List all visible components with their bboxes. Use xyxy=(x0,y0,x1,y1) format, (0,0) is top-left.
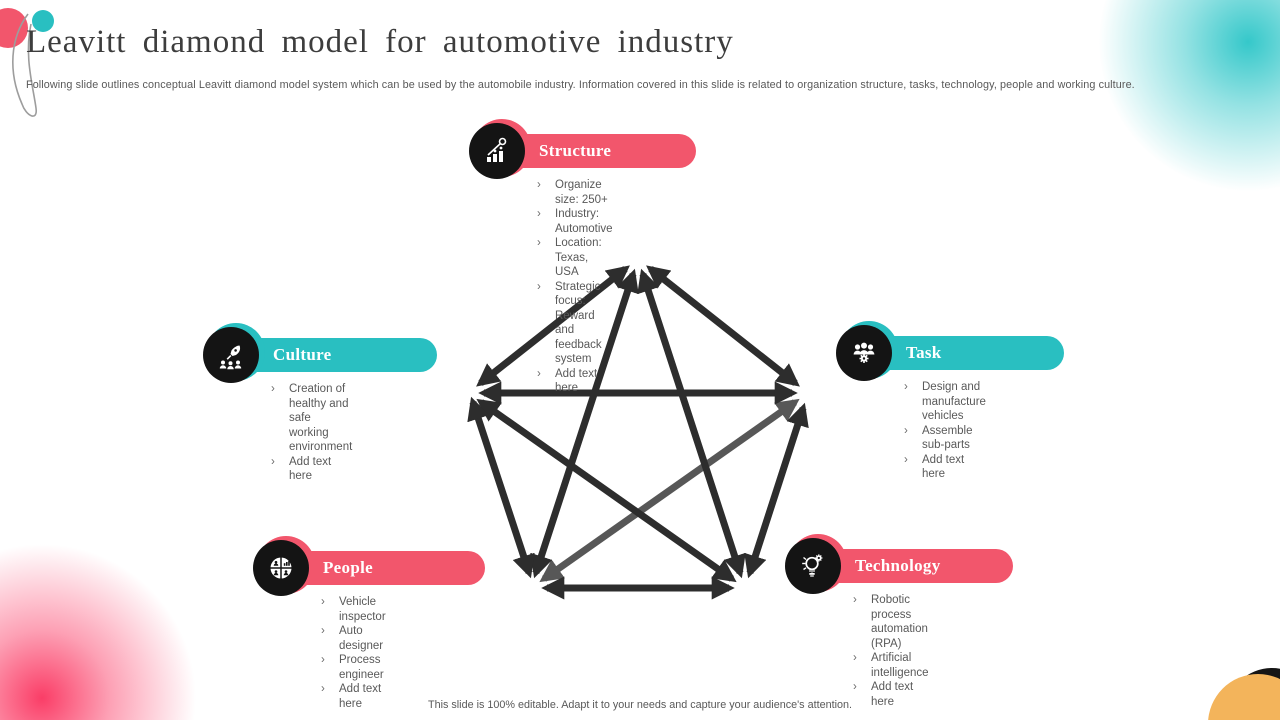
org-chart-growth-icon xyxy=(487,137,507,162)
people-badge xyxy=(253,536,315,598)
bullet-marker: › xyxy=(853,652,857,664)
corner-ball-decoration xyxy=(1208,674,1280,720)
bullet-marker: › xyxy=(537,179,541,191)
bullet-item: ›Organize size: 250+ xyxy=(537,179,608,206)
bullet-marker: › xyxy=(321,625,325,637)
bullet-marker: › xyxy=(853,681,857,693)
bullet-marker: › xyxy=(904,424,908,437)
bullet-marker: › xyxy=(904,381,908,393)
bullet-item: ›Add text here xyxy=(271,455,332,483)
rocket-team-icon xyxy=(219,345,242,370)
bullet-item: ›Auto designer xyxy=(321,625,384,652)
bullet-item: ›Creation of healthy and safe working en… xyxy=(271,383,353,453)
page-title: Leavitt diamond model for automotive ind… xyxy=(26,24,734,60)
bullet-item: ›Add text here xyxy=(321,683,382,710)
task-badge xyxy=(836,321,898,383)
structure-pill: Structure xyxy=(497,134,696,168)
teal-glow-decoration xyxy=(1088,0,1280,202)
people-pill: People xyxy=(281,551,485,585)
bullet-marker: › xyxy=(537,208,541,220)
bullet-marker: › xyxy=(853,594,857,606)
bullet-marker: › xyxy=(321,683,325,695)
pin-teal-circle xyxy=(32,10,54,32)
structure-bullet-list: ›Organize size: 250+ ›Industry: Automoti… xyxy=(537,178,613,396)
people-segments-icon xyxy=(270,557,292,579)
structure-title: Structure xyxy=(539,141,612,160)
bullet-item: ›Industry: Automotive xyxy=(537,208,613,235)
task-bullet-list: ›Design and manufacture vehicles ›Assemb… xyxy=(904,380,986,482)
bullet-item: ›Add text here xyxy=(853,681,914,708)
people-title: People xyxy=(323,558,373,577)
task-title: Task xyxy=(906,343,942,362)
technology-title: Technology xyxy=(855,556,941,575)
bullet-marker: › xyxy=(537,280,541,293)
connection-arrow xyxy=(476,398,737,583)
bullet-marker: › xyxy=(537,237,541,249)
bullet-marker: › xyxy=(904,453,908,466)
culture-badge xyxy=(203,323,265,385)
culture-badge-disc xyxy=(203,327,259,383)
culture-title: Culture xyxy=(273,345,332,364)
culture-pill: Culture xyxy=(231,338,437,372)
bullet-marker: › xyxy=(271,455,275,468)
structure-badge-disc xyxy=(469,123,525,179)
connection-arrow xyxy=(539,398,800,583)
bullet-marker: › xyxy=(537,367,541,380)
bullet-item: ›Process engineer xyxy=(321,654,384,681)
pin-loop-icon xyxy=(12,13,37,117)
pink-glow-decoration xyxy=(0,538,202,720)
technology-badge xyxy=(785,534,847,596)
bullet-item: ›Location: Texas, USA xyxy=(537,237,602,278)
bullet-marker: › xyxy=(271,383,275,395)
structure-badge xyxy=(469,119,531,181)
footer-note: This slide is 100% editable. Adapt it to… xyxy=(427,699,852,711)
bullet-marker: › xyxy=(321,654,325,666)
team-gear-icon xyxy=(853,342,875,363)
people-bullet-list: ›Vehicle inspector ›Auto designer ›Proce… xyxy=(321,595,386,711)
bullet-item: ›Design and manufacture vehicles xyxy=(904,381,986,422)
connection-arrow xyxy=(637,268,746,579)
slide-subtitle: Following slide outlines conceptual Leav… xyxy=(26,79,1135,91)
technology-bullet-list: ›Robotic process automation (RPA) ›Artif… xyxy=(853,593,929,709)
bullet-item: ›Add text here xyxy=(904,453,965,481)
bullet-marker: › xyxy=(321,596,325,608)
bullet-item: ›Vehicle inspector xyxy=(321,596,386,623)
technology-pill: Technology xyxy=(813,549,1013,583)
bulb-gear-icon xyxy=(802,554,823,577)
bullet-item: ›Add text here xyxy=(537,367,598,395)
bullet-item: ›Strategic focus: Reward and feedback sy… xyxy=(537,280,602,366)
connection-arrow xyxy=(646,265,800,387)
bullet-item: ›Artificial intelligence xyxy=(853,652,929,679)
culture-bullet-list: ›Creation of healthy and safe working en… xyxy=(271,382,352,484)
bullet-item: ›Robotic process automation (RPA) xyxy=(853,594,928,650)
bullet-item: ›Assemble sub-parts xyxy=(904,424,973,452)
connection-arrow xyxy=(467,396,535,579)
